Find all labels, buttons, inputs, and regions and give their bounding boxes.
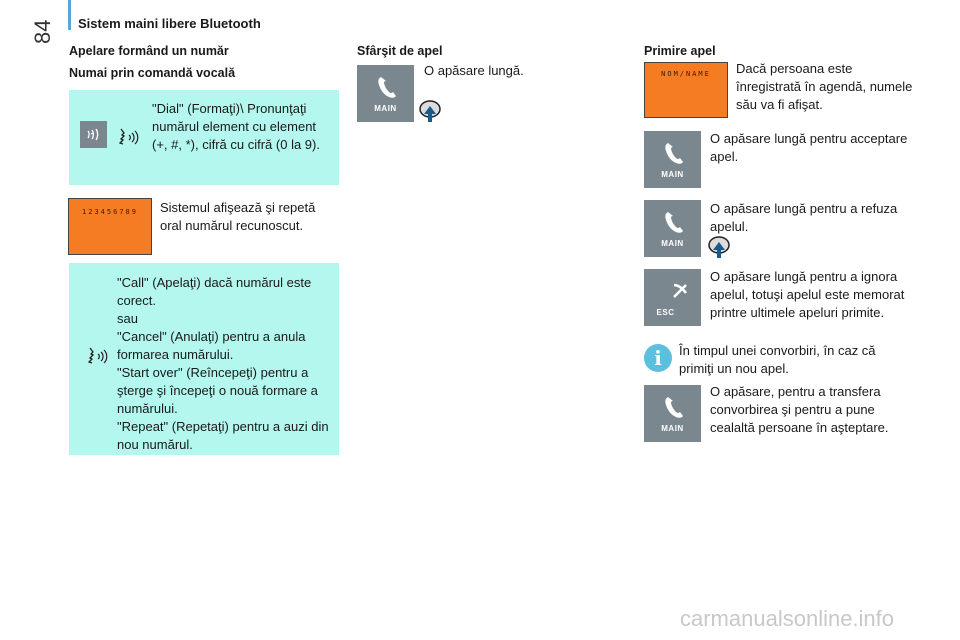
voice-button-icon	[80, 121, 107, 148]
main-button-end-call: MAIN	[357, 65, 414, 122]
voice-dial-text: "Dial" (Formaţi)\ Pronunţaţi numărul ele…	[152, 101, 320, 152]
end-call-text: O apăsare lungă.	[424, 63, 524, 78]
display-digits: 123456789	[82, 208, 138, 216]
main-button-accept: MAIN	[644, 131, 701, 188]
phone-handset-icon	[665, 397, 683, 418]
ignore-call-text: O apăsare lungă pentru a ignora apelul, …	[710, 269, 905, 320]
voice-dial-box: "Dial" (Formaţi)\ Pronunţaţi numărul ele…	[69, 90, 339, 185]
page-number: 84	[30, 19, 55, 44]
main-button-transfer: MAIN	[644, 385, 701, 442]
phone-handset-icon	[378, 77, 396, 98]
main-button-reject: MAIN	[644, 200, 701, 257]
esc-label: ESC	[656, 308, 675, 317]
heading-voice-only: Numai prin comandă vocală	[69, 66, 236, 80]
main-label: MAIN	[374, 104, 397, 113]
heading-dial: Apelare formând un număr	[69, 44, 229, 58]
long-press-icon	[418, 100, 442, 129]
info-text: În timpul unei convorbiri, în caz că pri…	[679, 343, 876, 376]
main-label: MAIN	[661, 170, 684, 179]
heading-end-call: Sfârşit de apel	[357, 44, 443, 58]
info-icon: i	[644, 344, 672, 372]
speaking-head-icon-2	[86, 345, 108, 372]
caller-name-text: Dacă persoana este înregistrată în agend…	[736, 61, 913, 112]
transfer-call-text: O apăsare, pentru a transfera convorbire…	[710, 384, 889, 435]
display-name: NOM/NAME	[661, 70, 711, 78]
reject-call-text: O apăsare lungă pentru a refuza apelul.	[710, 201, 898, 234]
long-press-icon-2	[707, 236, 731, 265]
header-accent-bar	[68, 0, 71, 30]
name-display: NOM/NAME	[644, 62, 728, 118]
esc-button: ESC	[644, 269, 701, 326]
hang-up-icon	[673, 283, 687, 298]
number-display: 123456789	[68, 198, 152, 255]
accept-call-text: O apăsare lungă pentru acceptare apel.	[710, 131, 908, 164]
phone-handset-icon	[665, 212, 683, 233]
main-label: MAIN	[661, 239, 684, 248]
voice-commands-box: "Call" (Apelaţi) dacă numărul este corec…	[69, 263, 339, 455]
heading-incoming-call: Primire apel	[644, 44, 716, 58]
main-label: MAIN	[661, 424, 684, 433]
watermark: carmanualsonline.info	[680, 606, 895, 631]
section-title: Sistem maini libere Bluetooth	[78, 16, 261, 31]
speaking-head-icon	[117, 126, 139, 153]
display-description: Sistemul afişează şi repetă oral numărul…	[160, 200, 316, 233]
voice-commands-text: "Call" (Apelaţi) dacă numărul este corec…	[117, 275, 329, 452]
phone-handset-icon	[665, 143, 683, 164]
